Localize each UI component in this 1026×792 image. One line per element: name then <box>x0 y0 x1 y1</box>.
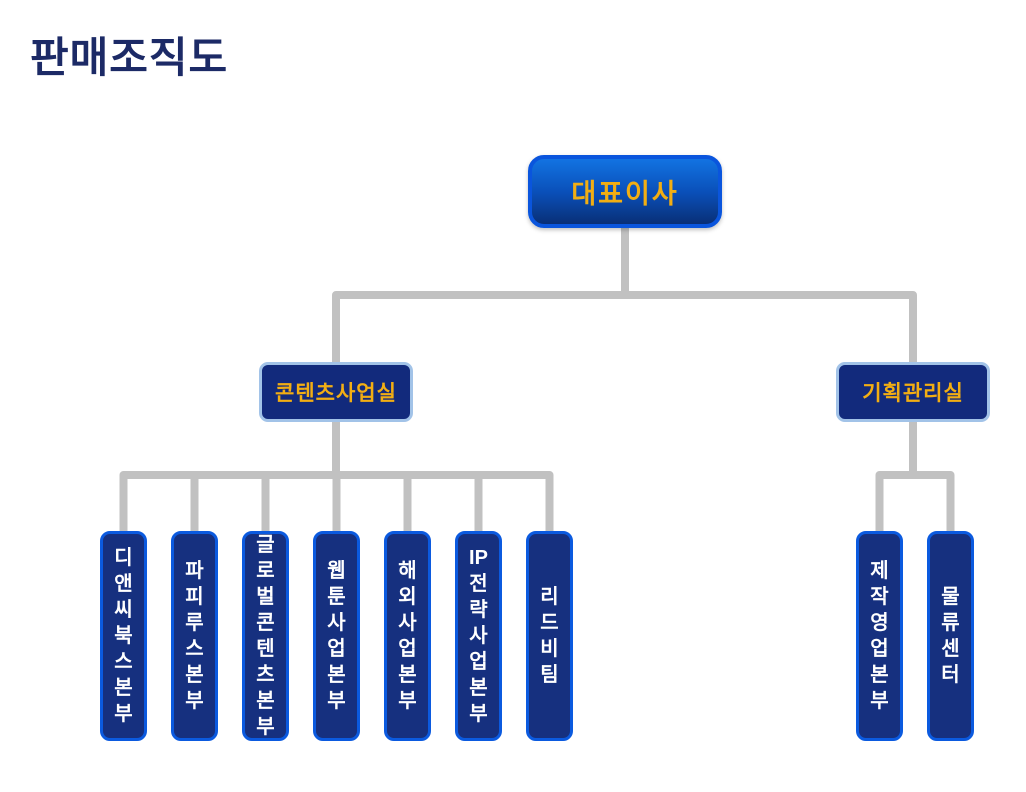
org-unit-label-char: 츠 <box>256 664 275 686</box>
org-unit-label-char: 전 <box>469 573 488 595</box>
org-dept-box-contents: 콘텐츠사업실 <box>259 362 413 422</box>
org-unit-label-char: 부 <box>398 690 417 712</box>
org-unit-label-char: 업 <box>327 638 346 660</box>
org-unit-label-char: 략 <box>469 599 488 621</box>
org-unit-label-char: 터 <box>941 664 960 686</box>
org-unit-label-char: 사 <box>469 625 488 647</box>
org-unit-label-char: 본 <box>256 690 275 712</box>
connector-root-to-departments <box>332 228 917 366</box>
org-unit-label-char: 북 <box>114 625 133 647</box>
org-unit-label-char: 부 <box>469 703 488 725</box>
org-root-label: 대표이사 <box>571 179 679 209</box>
org-unit-label-char: 본 <box>398 664 417 686</box>
org-unit-label-char: 부 <box>185 690 204 712</box>
org-unit-label-char: 피 <box>185 586 204 608</box>
org-unit-label-char: 스 <box>114 651 133 673</box>
org-unit-label-char: 웹 <box>327 560 346 582</box>
org-unit-label-char: 외 <box>398 586 417 608</box>
org-unit-label-char: 씨 <box>114 599 133 621</box>
org-unit-label-char: IP <box>469 547 488 569</box>
org-unit-label-char: 작 <box>870 586 889 608</box>
connector-contents-to-units <box>119 422 554 535</box>
org-unit-label-char: 부 <box>327 690 346 712</box>
org-unit-label-char: 글 <box>256 534 275 556</box>
org-dept-label-planning: 기획관리실 <box>862 382 964 405</box>
org-unit-label-char: 해 <box>398 560 417 582</box>
org-unit-label-char: 부 <box>870 690 889 712</box>
org-unit-label-char: 영 <box>870 612 889 634</box>
page-title: 판매조직도 <box>30 34 229 81</box>
org-unit-label-char: 콘 <box>256 612 275 634</box>
org-unit-label-char: 디 <box>114 547 133 569</box>
org-unit-label-char: 부 <box>114 703 133 725</box>
org-unit-label-char: 업 <box>398 638 417 660</box>
org-unit-label-char: 루 <box>185 612 204 634</box>
org-root-box: 대표이사 <box>528 155 722 228</box>
org-unit-label-char: 파 <box>185 560 204 582</box>
org-unit-label-char: 사 <box>398 612 417 634</box>
org-unit-label-char: 업 <box>469 651 488 673</box>
org-unit-label-char: 드 <box>540 612 559 634</box>
org-unit-label-char: 본 <box>114 677 133 699</box>
org-unit-label-char: 센 <box>941 638 960 660</box>
org-dept-box-planning: 기획관리실 <box>836 362 990 422</box>
org-unit-label-char: 비 <box>540 638 559 660</box>
org-unit-label-char: 본 <box>327 664 346 686</box>
connector-planning-to-units <box>875 422 955 535</box>
org-unit-label-char: 툰 <box>327 586 346 608</box>
org-unit-label-char: 팀 <box>540 664 559 686</box>
org-unit-label-char: 텐 <box>256 638 275 660</box>
org-unit-label-char: 스 <box>185 638 204 660</box>
org-unit-label-char: 앤 <box>114 573 133 595</box>
org-dept-label-contents: 콘텐츠사업실 <box>275 382 397 405</box>
org-unit-label-char: 로 <box>256 560 275 582</box>
org-unit-label-char: 제 <box>870 560 889 582</box>
org-unit-label-char: 리 <box>540 586 559 608</box>
org-unit-label-char: 물 <box>941 586 960 608</box>
org-unit-label-char: 사 <box>327 612 346 634</box>
org-unit-label-char: 부 <box>256 716 275 738</box>
org-unit-label-char: 본 <box>870 664 889 686</box>
org-unit-label-char: 벌 <box>256 586 275 608</box>
org-unit-label-char: 업 <box>870 638 889 660</box>
org-unit-label-char: 본 <box>185 664 204 686</box>
org-unit-label-char: 류 <box>941 612 960 634</box>
org-unit-label-char: 본 <box>469 677 488 699</box>
